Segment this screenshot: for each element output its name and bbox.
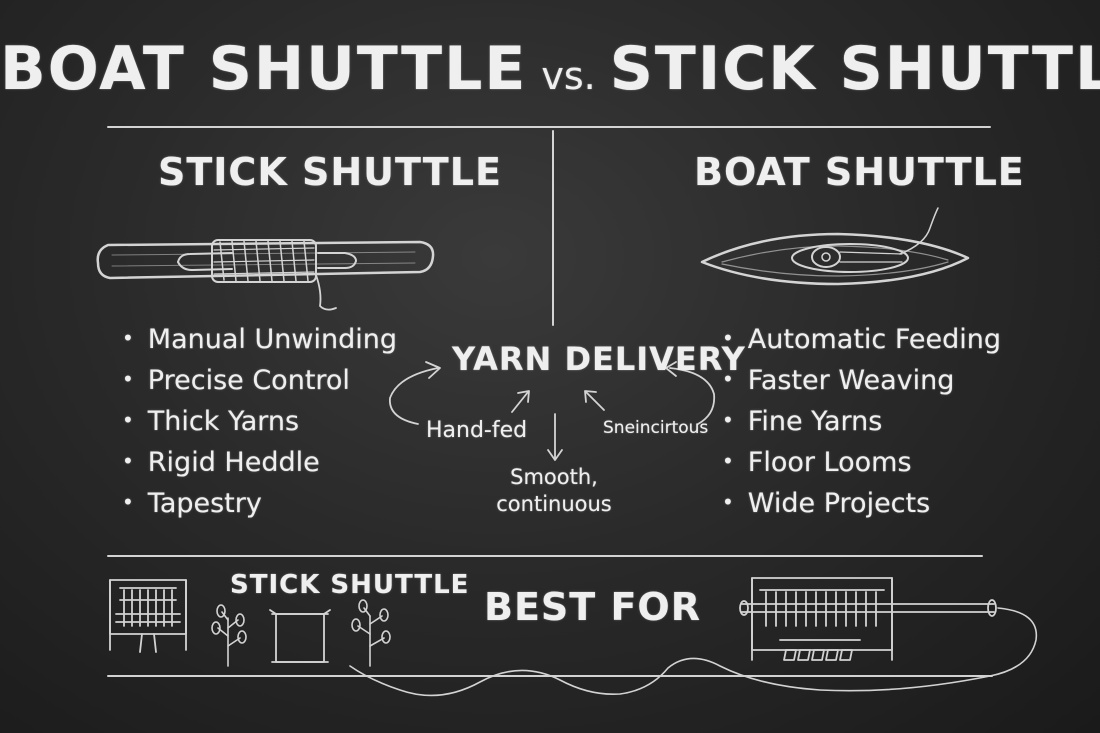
hand-fed-label: Hand-fed (426, 418, 528, 443)
main-title: BOAT SHUTTLE vs. STICK SHUTTLE (0, 34, 1100, 104)
smooth-continuous-label: Smooth, continuous (486, 464, 622, 518)
boat-shuttle-heading: BOAT SHUTTLE (694, 150, 1025, 194)
plant-icon (211, 604, 247, 667)
sneincirtous-label: Sneincirtous (603, 418, 709, 438)
stick-shuttle-heading: STICK SHUTTLE (158, 150, 502, 194)
list-item: Rigid Heddle (122, 443, 397, 484)
smooth-line: Smooth, (510, 465, 598, 489)
floor-loom-icon (739, 577, 997, 661)
list-item: Wide Projects (722, 484, 1001, 525)
list-item: Thick Yarns (122, 402, 397, 443)
main-title-vs: vs. (541, 54, 596, 98)
list-item: Tapestry (122, 484, 397, 525)
yarn-delivery-heading: YARN DELIVERY (452, 340, 746, 378)
yarn-line (349, 607, 1038, 697)
table-loom-icon (109, 579, 187, 653)
list-item: Automatic Feeding (722, 320, 1001, 361)
square-frame-icon (269, 609, 331, 663)
list-item: Manual Unwinding (122, 320, 397, 361)
continuous-line: continuous (496, 492, 612, 516)
sneincirtous-arrow (585, 391, 605, 411)
list-item: Faster Weaving (722, 361, 1001, 402)
handfed-arrow (511, 391, 529, 413)
stick-shuttle-feature-list: Manual Unwinding Precise Control Thick Y… (122, 320, 397, 525)
best-for-stick-label: STICK SHUTTLE (230, 570, 470, 600)
boat-shuttle-feature-list: Automatic Feeding Faster Weaving Fine Ya… (722, 320, 1001, 525)
list-item: Fine Yarns (722, 402, 1001, 443)
plant-icon (351, 599, 391, 667)
right-curve-arrow (669, 367, 716, 425)
best-for-heading: BEST FOR (484, 585, 701, 629)
main-title-right: STICK SHUTTLE (609, 34, 1100, 104)
list-item: Floor Looms (722, 443, 1001, 484)
boat-shuttle-icon (700, 207, 970, 286)
stick-shuttle-icon (96, 239, 435, 311)
list-item: Precise Control (122, 361, 397, 402)
main-title-left: BOAT SHUTTLE (0, 34, 528, 104)
